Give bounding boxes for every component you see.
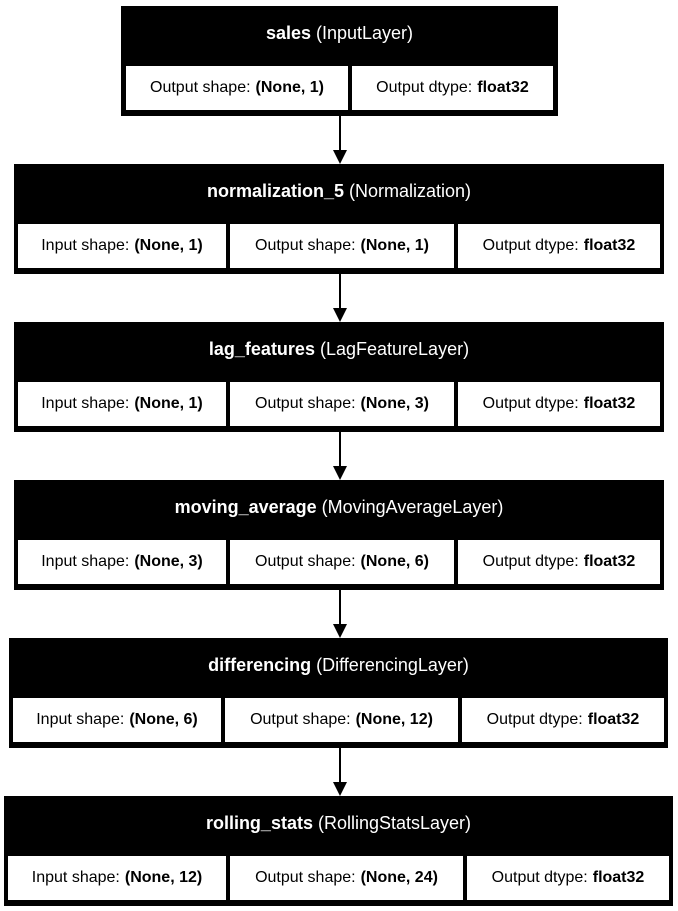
edge-lag-features-to-moving-average [333,432,347,480]
field-label: Output shape: [250,711,351,728]
field-value: (None, 12) [124,869,203,886]
field-label: Output dtype: [482,237,579,254]
field-label: Input shape: [41,395,130,412]
layer-name: sales [265,22,311,43]
output-shape-cell: Output shape:(None, 1) [230,224,454,268]
layer-node-sales[interactable]: sales (InputLayer) Output shape:(None, 1… [121,6,558,116]
layer-header: moving_average (MovingAverageLayer) [14,480,664,534]
field-value: float32 [477,79,529,96]
field-value: (None, 12) [355,711,433,728]
output-dtype-cell: Output dtype:float32 [462,698,664,742]
output-shape-cell: Output shape:(None, 3) [230,382,454,426]
field-label: Output dtype: [482,395,579,412]
edge-sales-to-normalization [333,116,347,164]
field-label: Input shape: [41,237,130,254]
layer-node-lag-features[interactable]: lag_features (LagFeatureLayer) Input sha… [14,322,664,432]
field-label: Output dtype: [482,553,579,570]
layer-fields: Input shape:(None, 3) Output shape:(None… [14,534,664,590]
layer-class: (Normalization) [349,180,472,201]
layer-name: lag_features [208,338,315,359]
field-value: (None, 1) [134,237,203,254]
field-value: float32 [587,711,640,728]
field-label: Output shape: [255,869,356,886]
layer-header: lag_features (LagFeatureLayer) [14,322,664,376]
field-value: (None, 6) [360,553,429,570]
layer-node-differencing[interactable]: differencing (DifferencingLayer) Input s… [9,638,668,748]
field-label: Output shape: [255,553,356,570]
output-dtype-cell: Output dtype:float32 [458,540,660,584]
field-label: Output shape: [150,79,251,96]
field-label: Input shape: [41,553,130,570]
field-value: (None, 6) [129,711,198,728]
layer-header: normalization_5 (Normalization) [14,164,664,218]
output-dtype-cell: Output dtype:float32 [458,224,660,268]
layer-header: differencing (DifferencingLayer) [9,638,668,692]
layer-fields: Output shape:(None, 1) Output dtype:floa… [121,60,558,116]
output-dtype-cell: Output dtype:float32 [458,382,660,426]
layer-name: differencing [208,654,312,675]
field-label: Output shape: [255,395,356,412]
field-value: (None, 1) [255,79,324,96]
input-shape-cell: Input shape:(None, 1) [18,224,226,268]
input-shape-cell: Input shape:(None, 1) [18,382,226,426]
layer-node-normalization-5[interactable]: normalization_5 (Normalization) Input sh… [14,164,664,274]
field-value: (None, 3) [360,395,429,412]
layer-fields: Input shape:(None, 12) Output shape:(Non… [4,850,673,906]
layer-name: rolling_stats [205,812,313,833]
input-shape-cell: Input shape:(None, 12) [8,856,226,900]
output-shape-cell: Output shape:(None, 6) [230,540,454,584]
field-label: Input shape: [31,869,120,886]
output-shape-cell: Output shape:(None, 1) [126,66,348,110]
field-value: float32 [592,869,645,886]
field-label: Output dtype: [486,711,583,728]
layer-class: (DifferencingLayer) [316,654,469,675]
edge-moving-average-to-differencing [333,590,347,638]
layer-class: (MovingAverageLayer) [321,496,504,517]
layer-header: rolling_stats (RollingStatsLayer) [4,796,673,850]
field-label: Output dtype: [491,869,588,886]
field-value: (None, 24) [360,869,438,886]
layer-name: normalization_5 [206,180,344,201]
output-shape-cell: Output shape:(None, 12) [225,698,458,742]
layer-fields: Input shape:(None, 6) Output shape:(None… [9,692,668,748]
field-value: float32 [583,395,636,412]
layer-name: moving_average [174,496,317,517]
edge-normalization-to-lag-features [333,274,347,322]
field-label: Output shape: [255,237,356,254]
edge-differencing-to-rolling-stats [333,748,347,796]
layer-fields: Input shape:(None, 1) Output shape:(None… [14,218,664,274]
layer-class: (LagFeatureLayer) [319,338,470,359]
field-value: float32 [583,553,636,570]
layer-class: (InputLayer) [316,22,414,43]
field-label: Output dtype: [376,79,473,96]
field-value: (None, 1) [360,237,429,254]
layer-fields: Input shape:(None, 1) Output shape:(None… [14,376,664,432]
field-label: Input shape: [36,711,125,728]
output-dtype-cell: Output dtype:float32 [352,66,553,110]
field-value: (None, 3) [134,553,203,570]
layer-node-moving-average[interactable]: moving_average (MovingAverageLayer) Inpu… [14,480,664,590]
layer-class: (RollingStatsLayer) [317,812,472,833]
input-shape-cell: Input shape:(None, 6) [13,698,221,742]
input-shape-cell: Input shape:(None, 3) [18,540,226,584]
layer-node-rolling-stats[interactable]: rolling_stats (RollingStatsLayer) Input … [4,796,673,906]
layer-header: sales (InputLayer) [121,6,558,60]
field-value: (None, 1) [134,395,203,412]
field-value: float32 [583,237,636,254]
output-dtype-cell: Output dtype:float32 [467,856,669,900]
output-shape-cell: Output shape:(None, 24) [230,856,463,900]
